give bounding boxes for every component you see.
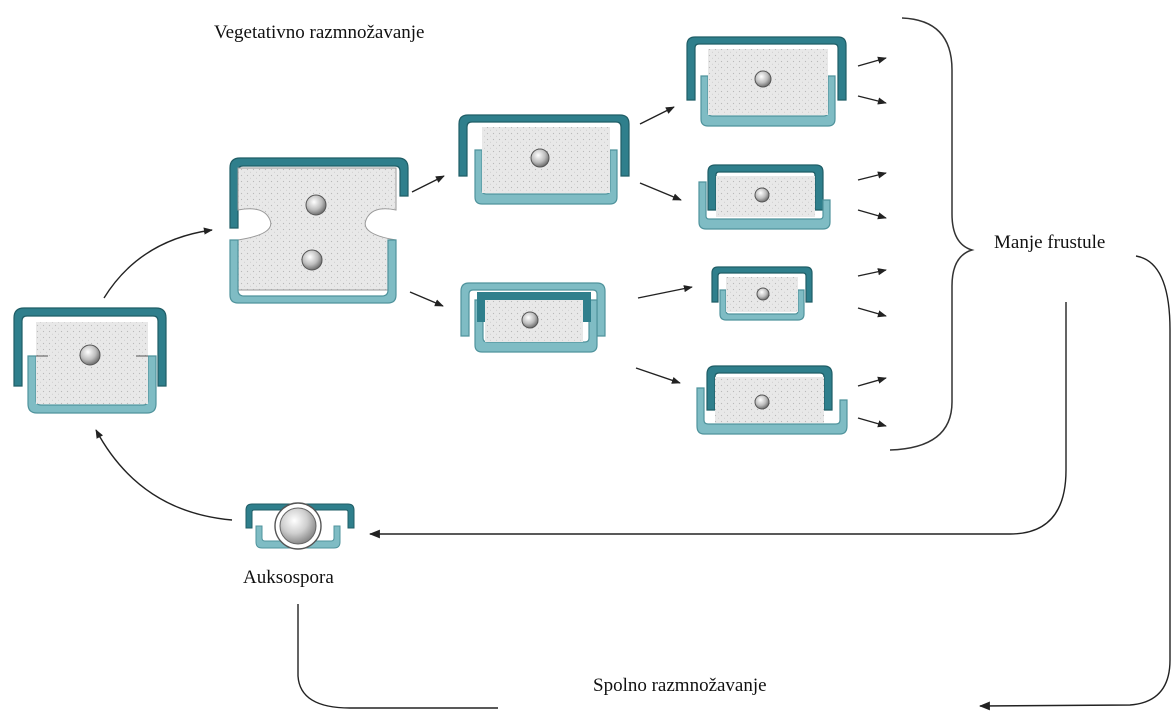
arrow-dividing-to-lower [409,291,444,307]
frustule-gen2-lower [460,282,606,353]
arrow-upper-to-g3-2 [639,182,682,201]
label-vegetative-reproduction: Vegetativno razmnožavanje [214,22,425,43]
arrow-out-2b [857,209,887,220]
arrow-upper-to-g3-1 [639,106,675,125]
frustule-gen3-3 [711,266,813,321]
arrow-out-4a [857,376,887,387]
arrow-dividing-to-upper [411,175,445,193]
arrow-lower-to-g3-3 [637,285,693,299]
arrow-out-4b [857,417,887,428]
arrow-lower-to-g3-4 [635,367,681,384]
auxospore-cell [245,502,355,550]
line-sexual-loop [978,255,1171,711]
arrow-out-2a [857,171,887,181]
line-smaller-to-auxospore [368,302,1067,539]
frustule-gen2-upper [458,114,630,205]
arrow-out-3b [857,307,887,318]
arrow-auxospore-to-initial [95,429,233,521]
label-auxospore: Auksospora [243,567,334,588]
frustule-gen3-4 [696,365,848,435]
arrow-out-1a [857,56,887,67]
frustule-initial [13,307,167,414]
frustule-dividing [229,157,409,304]
arrow-initial-to-dividing [103,227,213,299]
brace-smaller-frustules [889,17,975,451]
arrow-out-3a [857,268,887,277]
frustule-gen3-1 [686,36,847,127]
line-auxospore-down [297,604,498,709]
label-sexual-reproduction: Spolno razmnožavanje [593,675,767,696]
arrow-out-1b [857,95,887,105]
frustule-gen3-2 [698,164,831,230]
cycle-arrows [95,56,1171,711]
label-smaller-frustules: Manje frustule [994,232,1106,253]
